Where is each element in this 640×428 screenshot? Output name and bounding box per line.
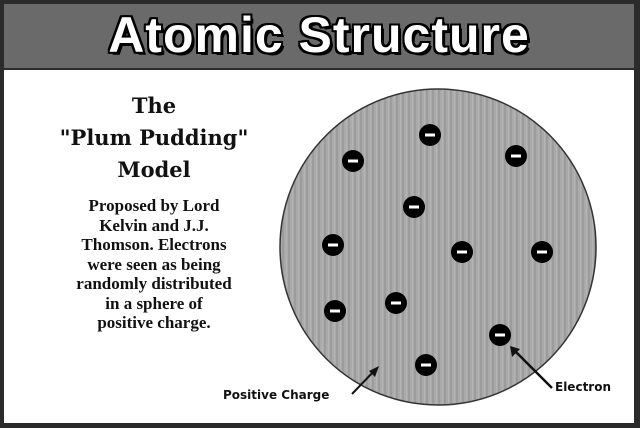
electron-icon <box>531 241 553 263</box>
electron-label: Electron <box>555 380 612 394</box>
minus-sign-icon <box>457 250 467 254</box>
heading-line-3: Model <box>117 157 191 182</box>
description-line: were seen as being <box>87 254 221 274</box>
electron-icon <box>415 354 437 376</box>
electron-icon <box>505 145 527 167</box>
page-title: Atomic Structure <box>108 7 530 63</box>
electron-icon <box>324 300 346 322</box>
model-heading: The "Plum Pudding" Model <box>24 90 284 186</box>
description-line: in a sphere of <box>105 293 203 313</box>
description-line: Thomson. Electrons <box>81 235 227 254</box>
description-line: randomly distributed <box>76 274 232 293</box>
minus-sign-icon <box>391 301 401 305</box>
electrons <box>322 124 553 376</box>
electron-pointer-arrow <box>510 346 553 389</box>
minus-sign-icon <box>511 154 521 158</box>
minus-sign-icon <box>330 309 340 313</box>
heading-line-2: "Plum Pudding" <box>59 125 249 150</box>
positive-charge-label: Positive Charge <box>223 388 330 402</box>
minus-sign-icon <box>421 363 431 367</box>
title-banner: Atomic Structure <box>4 4 634 68</box>
electron-icon <box>419 124 441 146</box>
electron-icon <box>489 324 511 346</box>
heading-line-1: The <box>131 93 177 118</box>
description-line: Kelvin and J.J. <box>99 215 209 235</box>
minus-sign-icon <box>409 205 419 209</box>
minus-sign-icon <box>495 333 505 337</box>
description-line: Proposed by Lord <box>88 196 220 215</box>
minus-sign-icon <box>537 250 547 254</box>
model-description: Proposed by Lord Kelvin and J.J. Thomson… <box>34 196 274 333</box>
minus-sign-icon <box>425 133 435 137</box>
minus-sign-icon <box>348 159 358 163</box>
electron-icon <box>342 150 364 172</box>
electron-icon <box>322 234 344 256</box>
electron-icon <box>451 241 473 263</box>
description-line: positive charge. <box>97 313 211 332</box>
minus-sign-icon <box>328 243 338 247</box>
electron-icon <box>385 292 407 314</box>
positive-charge-pointer-arrow <box>351 366 379 395</box>
electron-icon <box>403 196 425 218</box>
